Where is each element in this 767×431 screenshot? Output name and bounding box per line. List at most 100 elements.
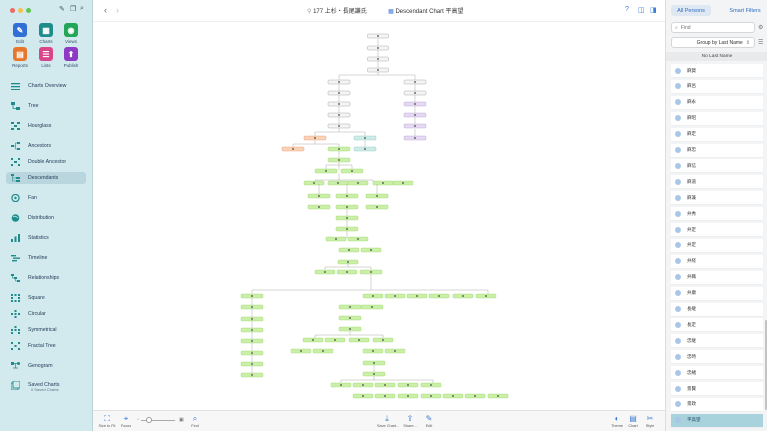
tab-all-persons[interactable]: All Persons xyxy=(671,5,711,16)
inspector-toggle-icon[interactable]: ◨ xyxy=(650,7,657,14)
charts-icon: ▦ xyxy=(39,23,53,37)
person-row[interactable]: 忠時 xyxy=(671,350,763,365)
node-marker xyxy=(324,271,326,273)
sidebar-item-distribution[interactable]: Distribution xyxy=(6,212,86,224)
sidebar-item-statistics[interactable]: Statistics xyxy=(6,232,86,244)
descendant-chart[interactable] xyxy=(93,22,665,410)
views-tile[interactable]: ◉ Views xyxy=(59,23,83,44)
share-button[interactable]: ⇪ Share... xyxy=(400,414,420,428)
node-marker xyxy=(377,47,379,49)
lists-tile[interactable]: ☰ Lists xyxy=(34,47,58,68)
minimize-window-button[interactable] xyxy=(18,8,23,13)
person-row[interactable]: 弁定 xyxy=(671,223,763,237)
person-row[interactable]: 弁経 xyxy=(671,254,763,269)
sidebar-toggle-icon[interactable]: ◫ xyxy=(638,7,645,14)
scrollbar[interactable] xyxy=(765,320,767,410)
person-row[interactable]: 長定 xyxy=(671,318,763,333)
size-to-fit-button[interactable]: ⛶ Size to Fit xyxy=(97,414,117,428)
edit-tile[interactable]: ✎ Edit xyxy=(8,23,32,44)
sidebar-item-double-ancestor[interactable]: Double Ancestor xyxy=(6,156,86,168)
tag-icon[interactable]: ✎ xyxy=(59,6,65,13)
help-icon[interactable]: ? xyxy=(625,6,629,13)
person-row[interactable]: 麻賀 xyxy=(671,64,763,78)
close-window-button[interactable] xyxy=(10,8,15,13)
person-row[interactable]: 弁秀 xyxy=(671,207,763,222)
sidebar-item-ancestors[interactable]: Ancestors xyxy=(6,140,86,152)
sort-icon[interactable]: ☰ xyxy=(758,40,764,46)
person-row[interactable]: 麻兼 xyxy=(671,191,763,206)
person-row[interactable]: 弁定 xyxy=(671,238,763,253)
person-row[interactable]: 麻昭 xyxy=(671,111,763,126)
sidebar-item-descendants[interactable]: Descendants xyxy=(6,172,86,184)
distribution-icon xyxy=(10,214,21,223)
sidebar-item-charts-overview[interactable]: Charts Overview xyxy=(6,80,86,92)
person-avatar-icon xyxy=(675,210,681,217)
person-avatar-icon xyxy=(675,306,681,312)
person-row[interactable]: 麻定 xyxy=(671,127,763,142)
person-avatar-icon xyxy=(675,321,681,328)
sidebar-item-relationships[interactable]: Relationships xyxy=(6,272,86,284)
sidebar-item-timeline[interactable]: Timeline xyxy=(6,252,86,264)
search-icon[interactable]: ⌕ xyxy=(80,5,84,12)
sidebar-item-circular[interactable]: Circular xyxy=(6,308,86,320)
chart-button[interactable]: ▤ Chart xyxy=(623,414,643,428)
person-row[interactable]: 平高望 xyxy=(671,413,763,428)
sidebar-item-symmetrical[interactable]: Symmetrical xyxy=(6,324,86,336)
zoom-slider-track[interactable] xyxy=(141,420,175,421)
chart-canvas[interactable] xyxy=(93,22,665,410)
zoom-window-button[interactable] xyxy=(26,8,31,13)
person-name: 平高望 xyxy=(687,417,701,423)
tab-smart-filters[interactable]: Smart Filters xyxy=(729,7,761,14)
sidebar-item-square[interactable]: Square xyxy=(6,292,86,304)
node-marker xyxy=(452,395,454,397)
person-row[interactable]: 景賢 xyxy=(671,382,763,396)
node-marker xyxy=(347,261,349,263)
sidebar-item-fractal-tree[interactable]: Fractal Tree xyxy=(6,340,86,352)
person-row[interactable]: 麻信 xyxy=(671,159,763,174)
person-row[interactable]: 麻永 xyxy=(671,95,763,110)
zoom-slider-knob[interactable] xyxy=(146,417,152,423)
reports-tile[interactable]: ▤ Reports xyxy=(8,47,32,68)
sidebar-item-hourglass[interactable]: Hourglass xyxy=(6,120,86,132)
person-row[interactable]: 麻忠 xyxy=(671,143,763,158)
sidebar-item-genogram[interactable]: Genogram xyxy=(6,360,86,372)
group-by-select[interactable]: Group by Last Name ⇕ xyxy=(671,37,755,48)
zoom-out-icon[interactable]: ▫ xyxy=(137,417,139,423)
node-marker xyxy=(414,92,416,94)
sidebar-item-saved-charts[interactable]: Saved Charts xyxy=(6,379,86,391)
person-row[interactable]: 弁職 xyxy=(671,270,763,285)
person-row[interactable]: 忠緒 xyxy=(671,366,763,381)
person-row[interactable]: 麻道 xyxy=(671,175,763,190)
node-marker xyxy=(338,148,340,150)
chart-label: Chart xyxy=(628,424,638,428)
sidebar-item-tree[interactable]: Tree xyxy=(6,100,86,112)
theme-button[interactable]: ◐ Theme xyxy=(607,414,627,428)
person-row[interactable]: 弁康 xyxy=(671,286,763,301)
forward-button[interactable]: › xyxy=(116,5,119,15)
back-button[interactable]: ‹ xyxy=(104,5,107,15)
node-marker xyxy=(346,217,348,219)
charts-overview-icon xyxy=(10,82,21,91)
person-avatar-icon xyxy=(675,178,681,185)
node-marker xyxy=(376,206,378,208)
bookmark-icon[interactable]: ❐ xyxy=(70,6,77,13)
find-input[interactable] xyxy=(680,24,751,31)
style-button[interactable]: ✂ Style xyxy=(640,414,660,428)
edit-button[interactable]: ✎ Edit xyxy=(419,414,439,428)
save-chart-button[interactable]: ⤓ Save Chart... xyxy=(377,414,399,428)
gear-icon[interactable]: ⚙ xyxy=(758,25,764,31)
node-marker xyxy=(349,328,351,330)
zoom-in-icon[interactable]: ▣ xyxy=(179,417,184,423)
person-row[interactable]: 麻呂 xyxy=(671,79,763,94)
sidebar-item-fan[interactable]: Fan xyxy=(6,192,86,204)
find-field[interactable]: ⌕ xyxy=(671,22,755,33)
publish-tile[interactable]: ⬆ Publish xyxy=(59,47,83,68)
person-row[interactable]: 長継 xyxy=(671,302,763,317)
find-button[interactable]: ⌕ Find xyxy=(185,414,205,428)
person-row[interactable]: 景政 xyxy=(671,397,763,412)
node-marker xyxy=(314,137,316,139)
person-row[interactable]: 忠継 xyxy=(671,334,763,349)
charts-tile[interactable]: ▦ Charts xyxy=(34,23,58,44)
focus-button[interactable]: ⌖ Focus xyxy=(116,414,136,428)
node-marker xyxy=(370,271,372,273)
